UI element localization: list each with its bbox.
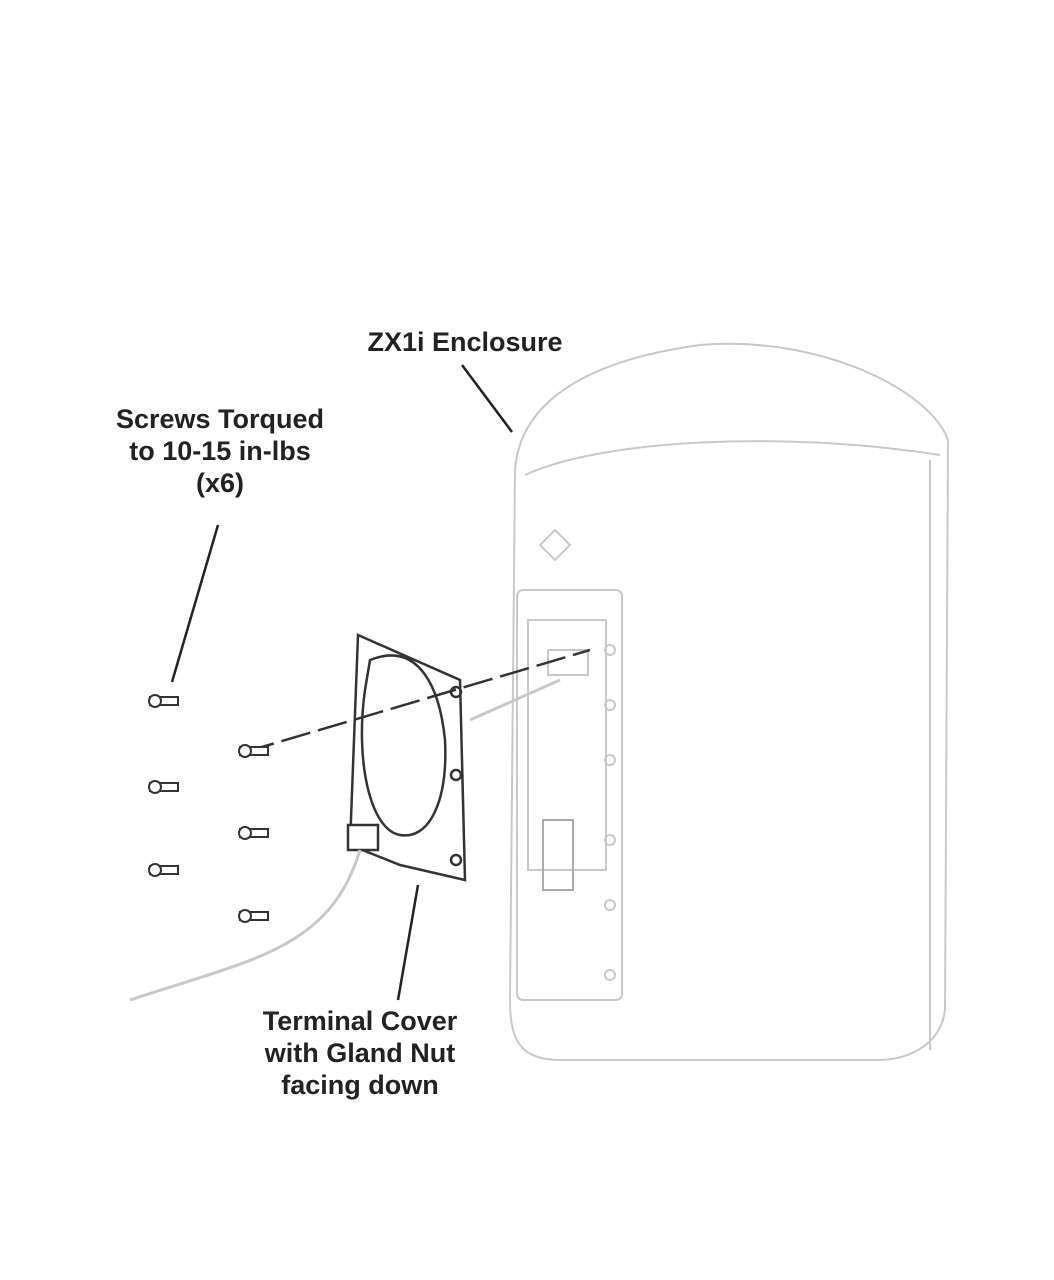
screws-label-line: to 10-15 in-lbs	[129, 436, 311, 466]
cable-drawing	[129, 678, 561, 1002]
screw-icon	[148, 863, 179, 877]
screws-label: Screws Torqued to 10-15 in-lbs (x6)	[80, 403, 360, 499]
enclosure-drawing	[508, 342, 950, 1061]
screw-icon	[148, 780, 179, 794]
enclosure-label: ZX1i Enclosure	[367, 327, 563, 357]
screws-label-line: Screws Torqued	[115, 404, 325, 434]
screw-icon	[238, 909, 269, 923]
screw-icon	[148, 694, 179, 708]
cover-label-line: with Gland Nut	[264, 1038, 456, 1068]
screws	[148, 694, 269, 923]
cover-label-line: facing down	[281, 1070, 439, 1100]
terminal-cover-drawing	[346, 633, 467, 882]
terminal-cover-label: Terminal Cover with Gland Nut facing dow…	[220, 1005, 500, 1101]
screw-icon	[238, 744, 269, 758]
leader-lines	[170, 364, 514, 1001]
screw-icon	[238, 826, 269, 840]
screws-label-line: (x6)	[195, 468, 244, 498]
cover-label-line: Terminal Cover	[262, 1006, 458, 1036]
screw-axis-line	[244, 648, 591, 754]
